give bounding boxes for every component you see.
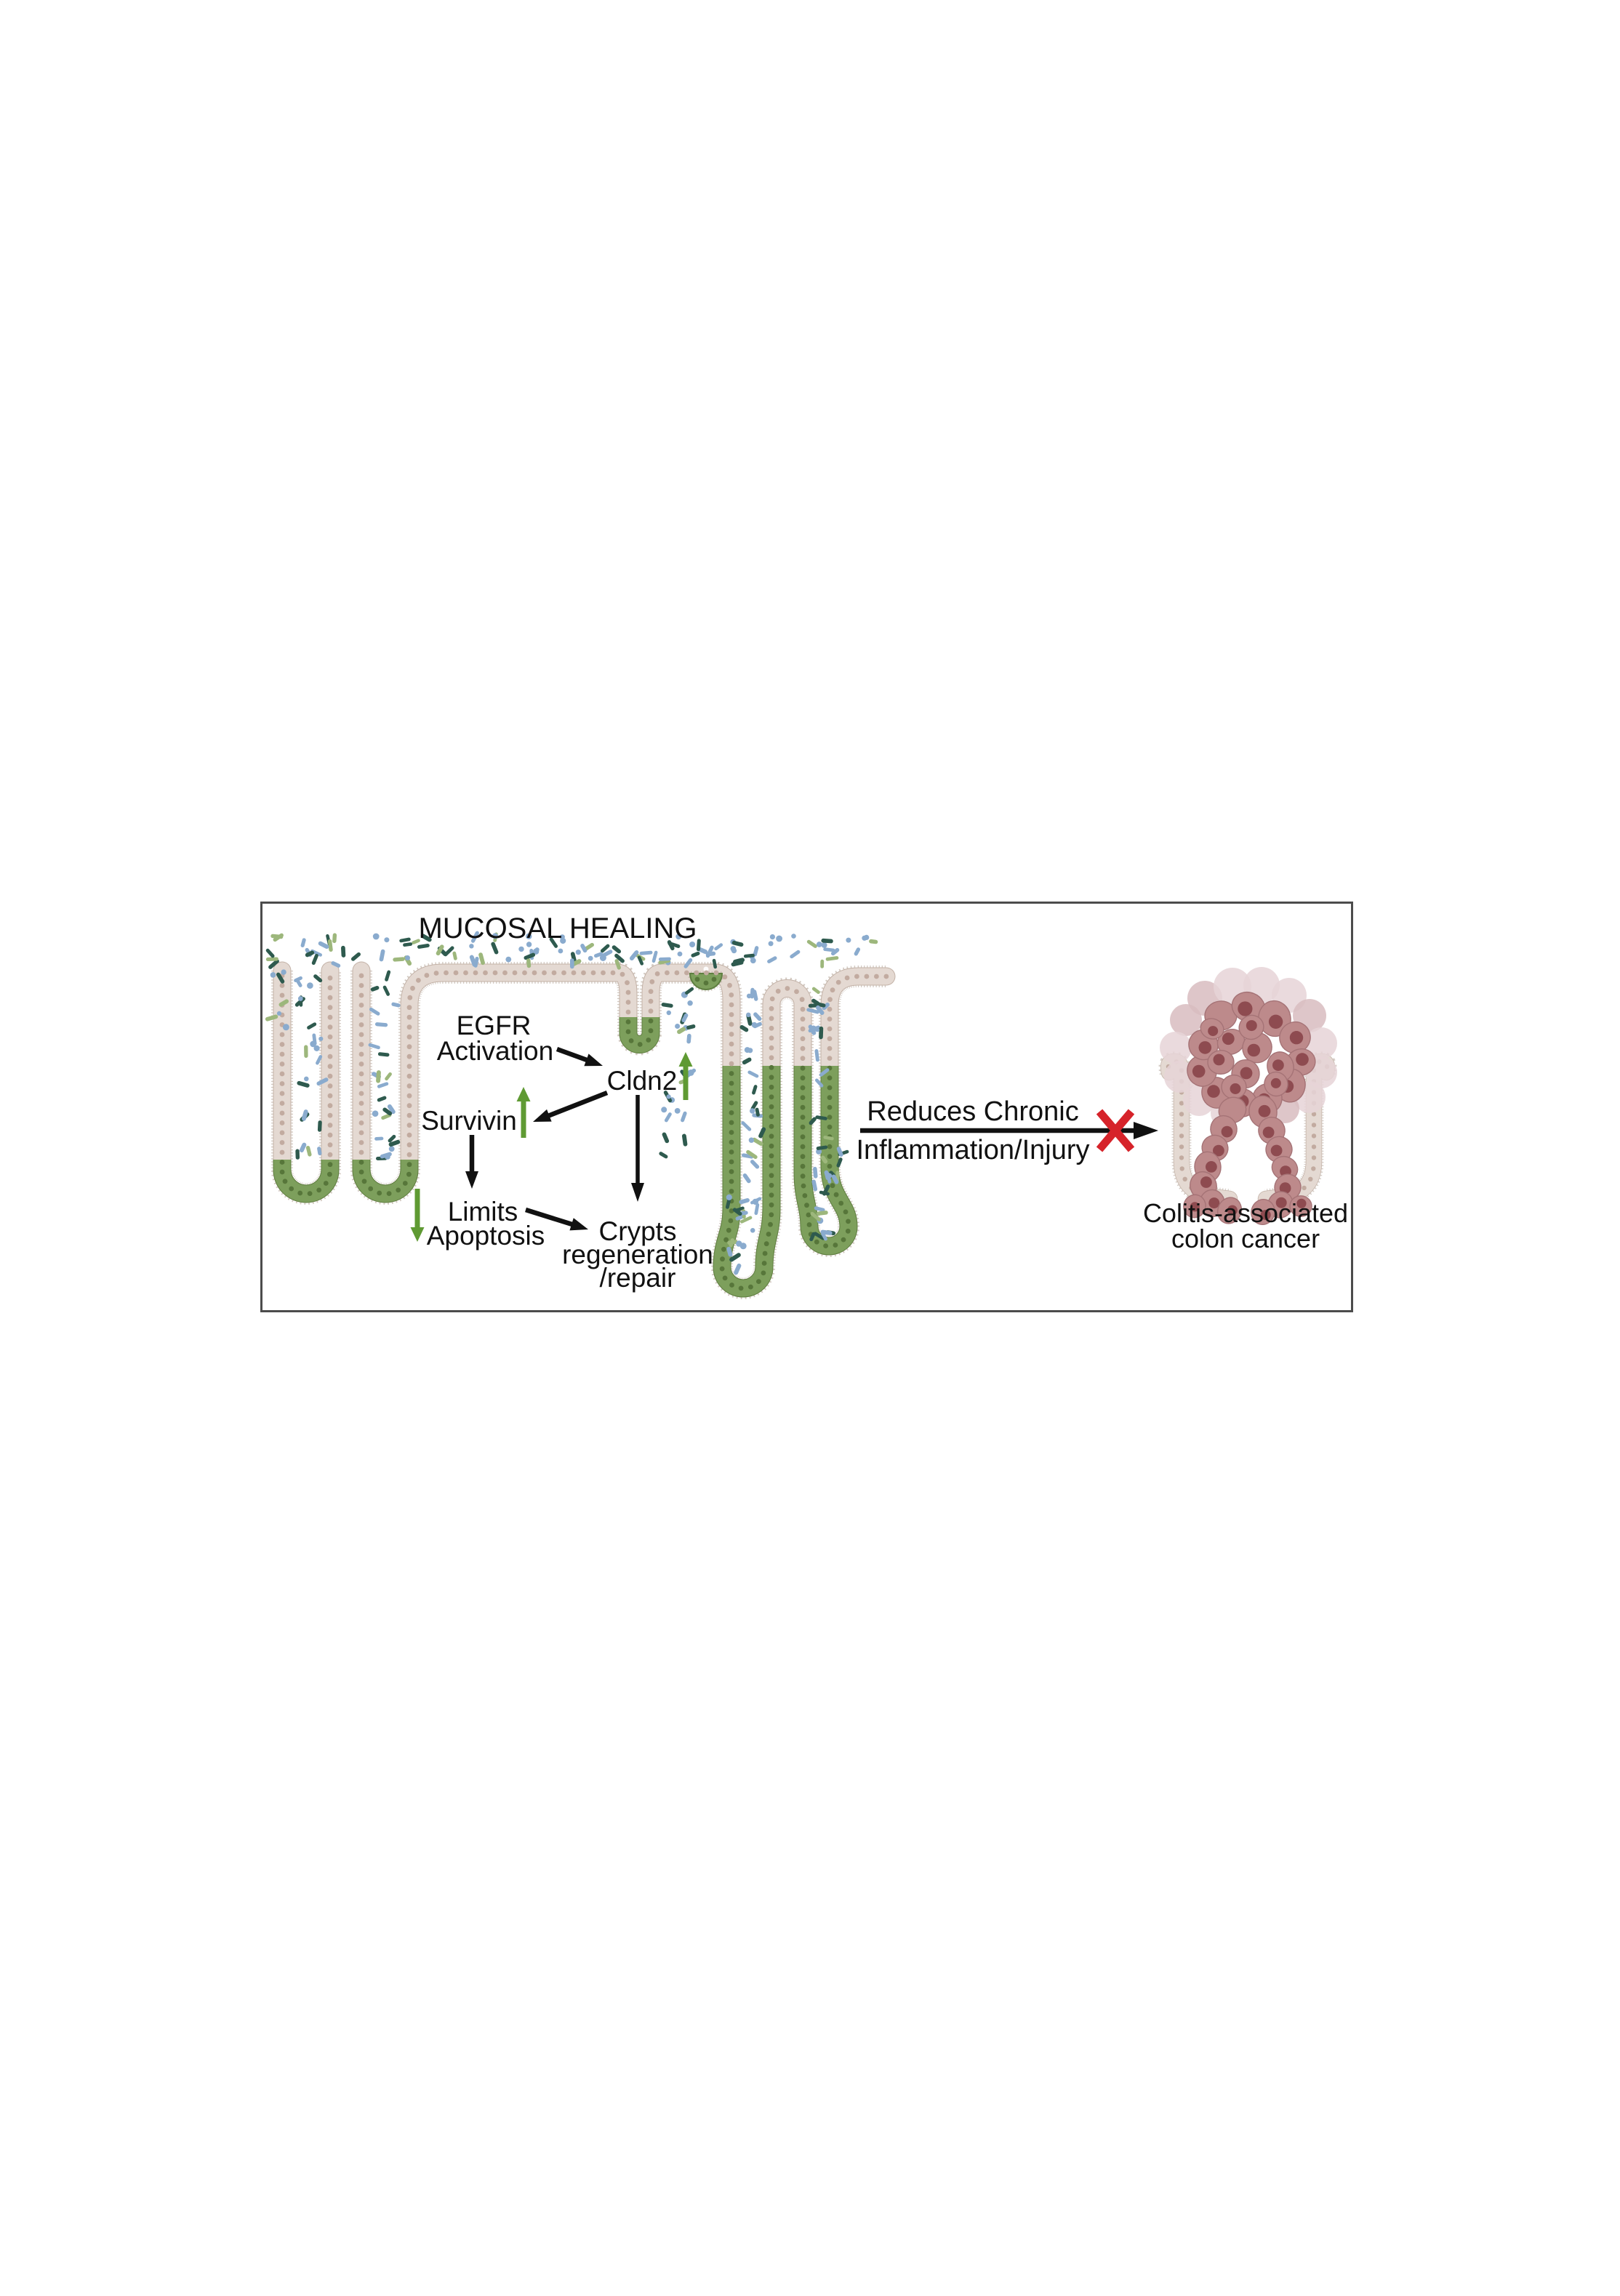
figure-title: MUCOSAL HEALING xyxy=(418,912,697,944)
colitis-cancer-label-line2: colon cancer xyxy=(1171,1224,1320,1253)
crypts-regeneration-label-line3: /repair xyxy=(600,1263,676,1293)
increase-arrow-cldn2 xyxy=(678,1052,693,1100)
limits-apoptosis-label-line1: Limits xyxy=(448,1197,518,1227)
colitis-cancer-label-line1: Colitis-associated xyxy=(1143,1198,1348,1228)
blocked-x-icon xyxy=(1096,1109,1135,1152)
increase-arrow-survivin xyxy=(516,1087,531,1138)
reduces-chronic-label-line1: Reduces Chronic xyxy=(867,1096,1078,1127)
gut-bacteria-illustration xyxy=(265,931,878,1275)
figure-canvas: MUCOSAL HEALING EGFR Activation Cldn2 Su… xyxy=(265,912,1348,1299)
crypt-epithelium-illustration xyxy=(271,961,896,1299)
reduces-chronic-label-line2: Inflammation/Injury xyxy=(856,1135,1089,1165)
egfr-activation-label-line2: Activation xyxy=(437,1036,553,1066)
flow-arrows xyxy=(410,1046,1158,1242)
cldn2-label: Cldn2 xyxy=(607,1066,678,1096)
egfr-activation-label-line1: EGFR xyxy=(457,1011,532,1040)
decrease-arrow-apoptosis xyxy=(410,1189,425,1242)
crypts-regeneration-label-line1: Crypts xyxy=(599,1216,677,1246)
tumor-illustration xyxy=(1158,967,1337,1226)
crypts-regeneration-label-line2: regeneration xyxy=(562,1240,713,1269)
figure-border-box: MUCOSAL HEALING EGFR Activation Cldn2 Su… xyxy=(260,902,1353,1312)
survivin-label: Survivin xyxy=(421,1106,517,1136)
limits-apoptosis-label-line2: Apoptosis xyxy=(427,1221,545,1251)
